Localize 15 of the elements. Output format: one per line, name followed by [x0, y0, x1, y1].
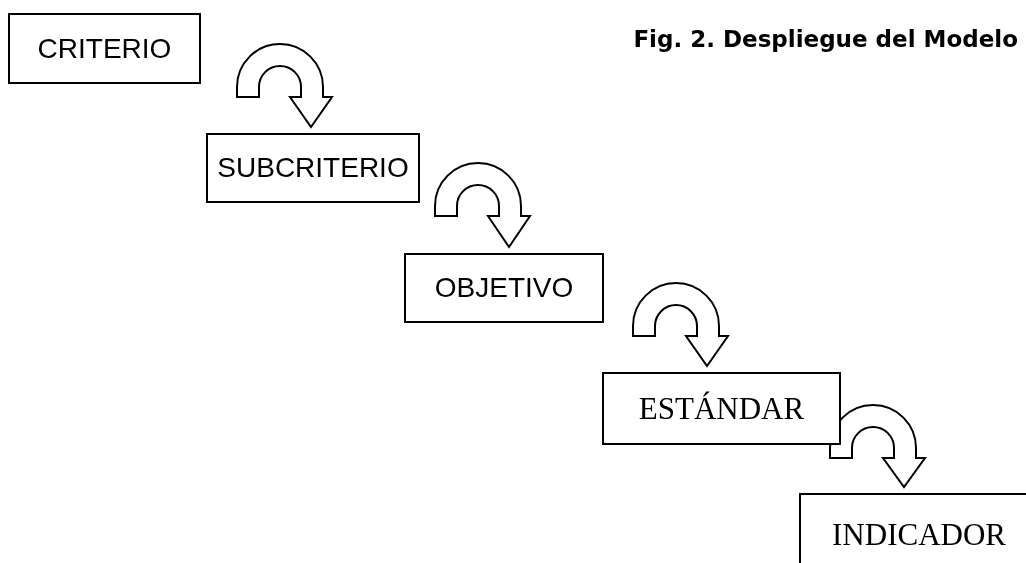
- process-box: [799, 493, 1026, 563]
- process-box: [602, 372, 841, 445]
- process-box: [404, 253, 604, 323]
- process-box: [206, 133, 420, 203]
- curved-arrow: [632, 282, 729, 367]
- box-label: ESTÁNDAR: [638, 390, 805, 427]
- box-label: OBJETIVO: [434, 272, 574, 304]
- box-label: INDICADOR: [832, 517, 1006, 553]
- curved-arrow: [236, 43, 333, 128]
- curved-arrow: [829, 404, 926, 488]
- process-box: [8, 13, 201, 84]
- box-label: CRITERIO: [37, 32, 172, 65]
- box-label: SUBCRITERIO: [217, 152, 409, 184]
- curved-arrow: [434, 162, 531, 248]
- figure-title: Fig. 2. Despliegue del Modelo: [633, 26, 1018, 52]
